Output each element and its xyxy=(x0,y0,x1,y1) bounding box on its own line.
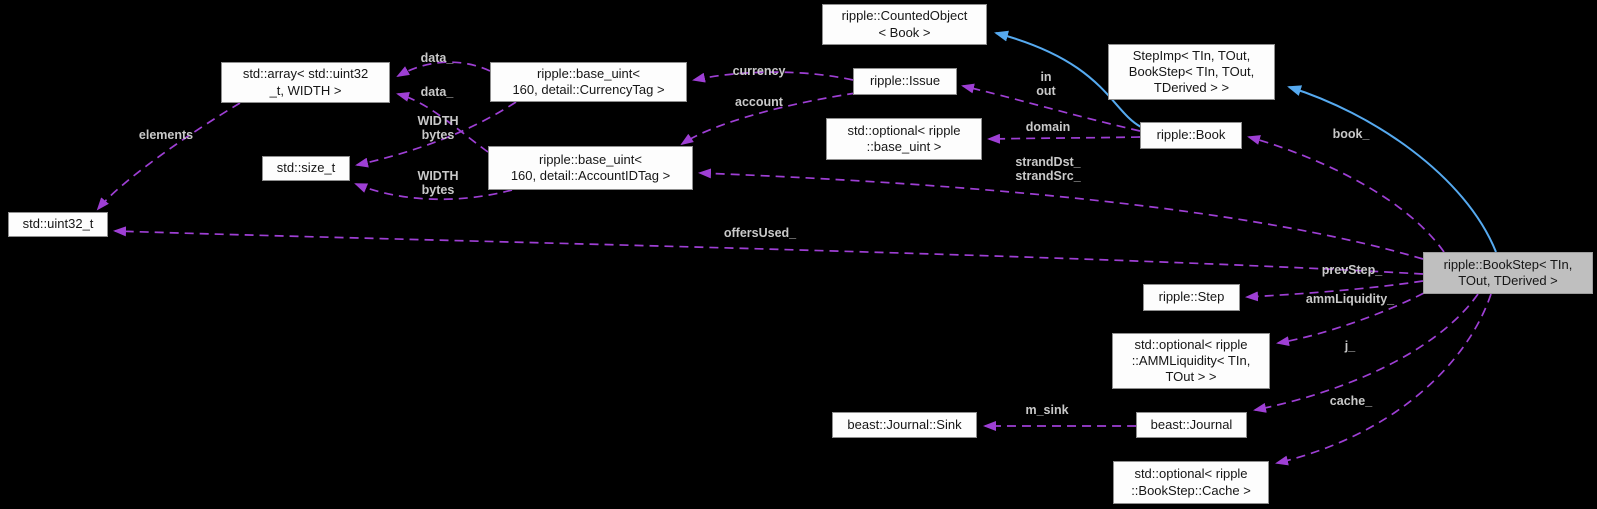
edge-bookstep-j-journal xyxy=(1253,293,1479,413)
class-node-std-size-t[interactable]: std::size_t xyxy=(262,156,350,181)
class-node-label: beast::Journal::Sink xyxy=(847,416,962,432)
edge-currencytag-data-array xyxy=(396,61,491,77)
class-node-label: std::optional< ripple ::base_uint > xyxy=(847,122,961,154)
class-node-std-uint32-t[interactable]: std::uint32_t xyxy=(8,212,108,237)
class-node-label: ripple::CountedObject < Book > xyxy=(841,8,968,40)
edge-book-inout-issue xyxy=(961,83,1141,132)
edge-label-ammliquidity: ammLiquidity_ xyxy=(1305,292,1395,306)
class-node-label: ripple::Book xyxy=(1156,127,1226,143)
class-node-label: ripple::BookStep< TIn, TOut, TDerived > xyxy=(1443,256,1573,288)
edge-currencytag-widthbytes-sizet xyxy=(355,101,517,168)
class-node-ripple-step[interactable]: ripple::Step xyxy=(1143,284,1240,311)
class-node-label: std::optional< ripple ::BookStep::Cache … xyxy=(1131,466,1251,498)
class-node-optional-bookstep-cache[interactable]: std::optional< ripple ::BookStep::Cache … xyxy=(1113,461,1269,504)
class-node-label: std::array< std::uint32 _t, WIDTH > xyxy=(242,66,369,98)
class-node-ripple-issue[interactable]: ripple::Issue xyxy=(853,68,957,95)
class-node-stepimp[interactable]: StepImp< TIn, TOut, BookStep< TIn, TOut,… xyxy=(1108,44,1275,100)
edge-label-msink: m_sink xyxy=(1025,403,1069,417)
edge-issue-currency-currencytag xyxy=(692,71,854,83)
edge-array-elements-uint32 xyxy=(96,102,241,211)
edge-accountidtag-data-array xyxy=(396,92,489,153)
edge-label-prevstep: prevStep_ xyxy=(1321,263,1383,277)
edge-bookstep-book-book xyxy=(1247,135,1445,253)
class-node-optional-base-uint[interactable]: std::optional< ripple ::base_uint > xyxy=(826,118,982,160)
edge-label-account: account xyxy=(735,95,783,109)
class-node-bookstep-main: ripple::BookStep< TIn, TOut, TDerived > xyxy=(1423,252,1593,294)
class-node-base-uint-accountidtag[interactable]: ripple::base_uint< 160, detail::AccountI… xyxy=(488,146,693,190)
class-node-beast-journal[interactable]: beast::Journal xyxy=(1136,412,1247,438)
class-node-label: StepImp< TIn, TOut, BookStep< TIn, TOut,… xyxy=(1128,47,1255,96)
edge-bookstep-ammliquidity-optionalamm xyxy=(1276,292,1425,347)
edge-bookstep-prevstep-step xyxy=(1245,280,1424,302)
class-node-counted-object[interactable]: ripple::CountedObject < Book > xyxy=(822,4,987,45)
edge-label-domain: domain xyxy=(1025,120,1071,134)
edge-issue-account-accountidtag xyxy=(680,92,857,146)
edge-label-cache: cache_ xyxy=(1329,394,1373,408)
edge-label-width-bytes-bottom: WIDTH bytes xyxy=(417,169,459,198)
class-node-std-array[interactable]: std::array< std::uint32 _t, WIDTH > xyxy=(221,62,390,103)
edge-bookstep-cache-optionalcache xyxy=(1275,293,1492,466)
class-node-label: ripple::Step xyxy=(1158,289,1225,305)
class-node-label: ripple::Issue xyxy=(869,73,941,89)
edge-label-width-bytes-top: WIDTH bytes xyxy=(417,114,459,143)
class-node-ripple-book[interactable]: ripple::Book xyxy=(1140,122,1242,149)
edge-bookstep-offersused-uint32 xyxy=(113,226,1424,275)
class-node-base-uint-currencytag[interactable]: ripple::base_uint< 160, detail::Currency… xyxy=(490,62,687,102)
edge-book-inherits-countedobject xyxy=(994,30,1142,128)
edge-label-j: j_ xyxy=(1344,339,1356,353)
class-node-optional-ammliquidity[interactable]: std::optional< ripple ::AMMLiquidity< TI… xyxy=(1112,333,1270,389)
edge-label-elements: elements xyxy=(138,128,194,142)
edge-book-domain-optionalbaseuint xyxy=(987,133,1141,144)
edge-bookstep-inherits-stepimp xyxy=(1287,85,1497,253)
edge-label-offersused: offersUsed_ xyxy=(723,226,797,240)
edge-label-strand: strandDst_ strandSrc_ xyxy=(1015,155,1081,184)
edge-label-currency: currency xyxy=(732,64,786,78)
class-node-label: std::uint32_t xyxy=(22,216,94,232)
class-node-label: std::optional< ripple ::AMMLiquidity< TI… xyxy=(1131,336,1251,385)
class-node-journal-sink[interactable]: beast::Journal::Sink xyxy=(832,412,977,438)
class-node-label: ripple::base_uint< 160, detail::Currency… xyxy=(512,65,665,97)
edge-label-in-out: in out xyxy=(1036,70,1056,99)
class-node-label: ripple::base_uint< 160, detail::AccountI… xyxy=(510,151,671,183)
edge-accountidtag-widthbytes-sizet xyxy=(354,183,513,201)
edge-label-book: book_ xyxy=(1332,127,1370,141)
edge-label-data-bottom: data_ xyxy=(420,85,454,99)
edge-label-data-top: data_ xyxy=(420,51,454,65)
class-node-label: beast::Journal xyxy=(1150,416,1233,432)
edge-bookstep-strand-accountidtag xyxy=(698,168,1424,260)
class-node-label: std::size_t xyxy=(276,160,336,176)
